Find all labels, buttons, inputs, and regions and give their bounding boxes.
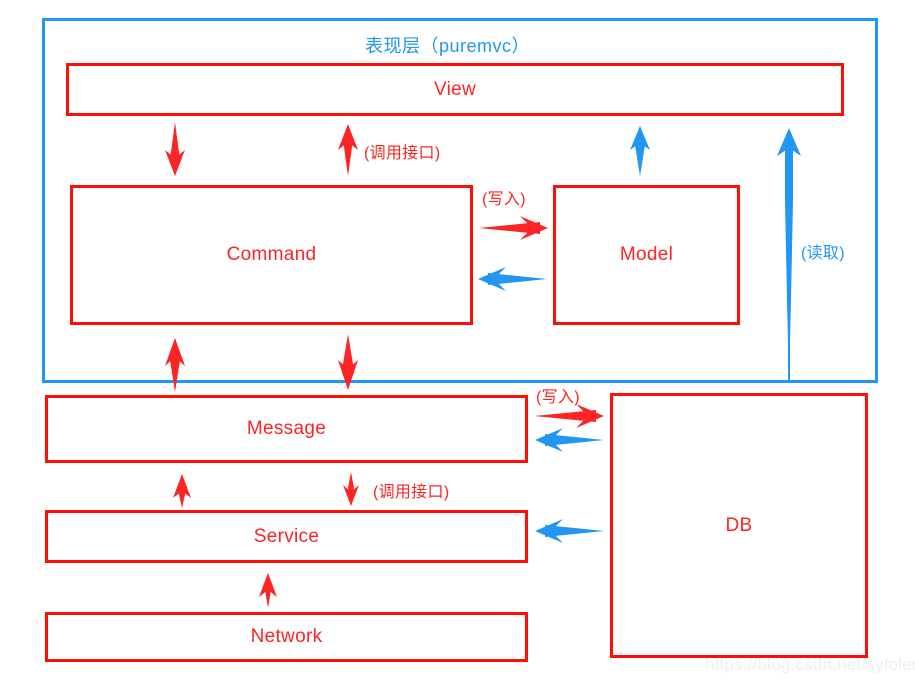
presentation-layer-container xyxy=(42,18,878,383)
arrow-db-to-message xyxy=(535,428,604,452)
edge-label-command-write: (写入) xyxy=(482,191,526,208)
presentation-layer-title: 表现层（puremvc） xyxy=(365,36,531,56)
edge-label-message-write: (写入) xyxy=(536,389,580,406)
edge-label-db-read: (读取) xyxy=(801,245,845,262)
arrow-network-to-service xyxy=(259,573,277,608)
node-db[interactable]: DB xyxy=(610,393,868,658)
node-model[interactable]: Model xyxy=(553,185,740,325)
node-command[interactable]: Command xyxy=(70,185,473,325)
node-service-label: Service xyxy=(253,525,320,547)
node-network[interactable]: Network xyxy=(45,612,528,662)
arrow-message-to-db xyxy=(534,404,604,428)
node-model-label: Model xyxy=(619,244,674,265)
arrow-db-to-service xyxy=(535,519,604,543)
arrow-message-to-service xyxy=(343,472,359,506)
node-command-label: Command xyxy=(226,244,317,265)
node-network-label: Network xyxy=(250,626,323,647)
node-message-label: Message xyxy=(246,418,327,439)
edge-label-service-call: (调用接口) xyxy=(373,484,450,501)
watermark: https://blog.csdn.net/syfolen xyxy=(705,655,915,674)
node-service[interactable]: Service xyxy=(45,510,528,563)
arrow-service-to-message xyxy=(173,474,191,508)
node-view-label: View xyxy=(433,78,477,100)
node-view[interactable]: View xyxy=(66,63,844,116)
node-db-label: DB xyxy=(725,514,753,536)
edge-label-view-call: (调用接口) xyxy=(364,145,441,162)
node-message[interactable]: Message xyxy=(45,395,528,463)
